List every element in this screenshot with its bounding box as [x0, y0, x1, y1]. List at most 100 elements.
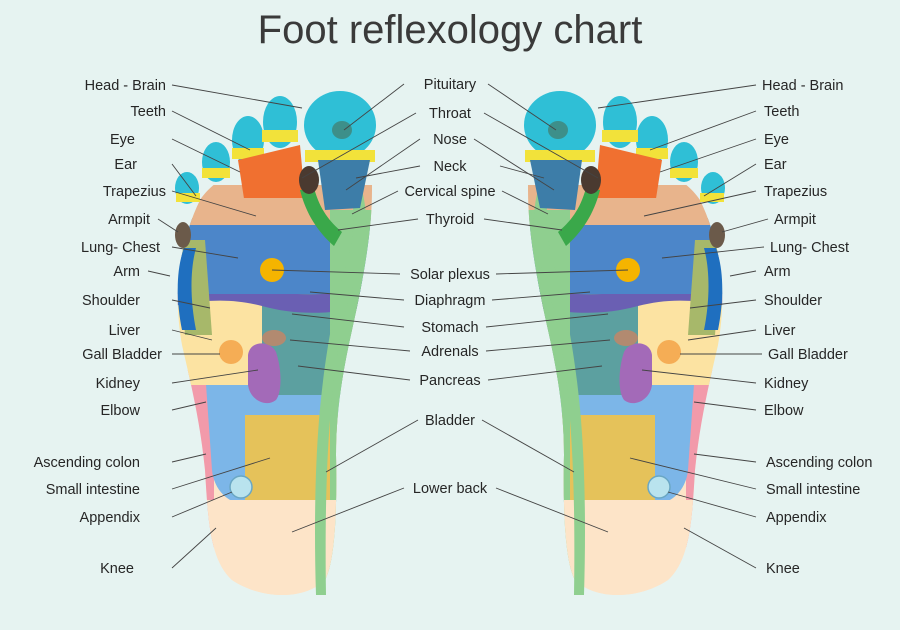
leader-arm-r [729, 270, 757, 277]
leader-solar-r [495, 269, 629, 275]
label-solar-plexus: Solar plexus [410, 267, 490, 283]
pituitary-point [332, 121, 352, 139]
label-appendix-left: Appendix [80, 510, 141, 526]
throat-zone [238, 145, 305, 205]
label-thyroid: Thyroid [426, 212, 474, 228]
leader-intestine-r [629, 457, 757, 490]
label-pituitary: Pituitary [424, 77, 477, 93]
leader-neck-r [499, 165, 545, 179]
left-foot [175, 91, 376, 596]
label-eye-right: Eye [764, 132, 789, 148]
spine-stripe [533, 160, 585, 595]
appendix-point [229, 475, 253, 499]
leader-lung-l [171, 246, 239, 259]
label-nose: Nose [433, 132, 467, 148]
leader-kidney-l [171, 369, 259, 384]
label-knee-right: Knee [766, 561, 800, 577]
trapezius-band [205, 198, 315, 220]
label-arm-right: Arm [764, 264, 791, 280]
label-elbow-right: Elbow [764, 403, 804, 419]
leader-thyroid-r [483, 218, 563, 231]
chart-title: Foot reflexology chart [257, 8, 643, 52]
leader-armpit-r [721, 218, 769, 233]
label-cervical-spine: Cervical spine [404, 184, 495, 200]
label-ascending-colon-left: Ascending colon [34, 455, 140, 471]
leader-pituitary-r [487, 83, 557, 131]
leader-cervical-r [501, 190, 549, 215]
right-foot [524, 91, 725, 596]
heel-cover [564, 500, 723, 596]
leader-armpit-l [157, 218, 179, 233]
leader-adrenals-r [485, 339, 611, 352]
kidney-zone [619, 343, 652, 404]
label-small-intestine-left: Small intestine [46, 482, 140, 498]
leader-throat-r [483, 112, 599, 179]
leader-stomach-l [291, 313, 405, 328]
label-kidney-left: Kidney [96, 376, 141, 392]
neck-dark-point [581, 166, 601, 194]
label-elbow-left: Elbow [101, 403, 141, 419]
gall-bladder-point [219, 340, 243, 364]
label-teeth-right: Teeth [764, 104, 799, 120]
leader-head-brain-r [597, 84, 757, 109]
adrenals-point [262, 330, 286, 346]
center-labels: Pituitary Throat Nose Neck Cervical spin… [404, 77, 495, 497]
label-neck: Neck [433, 159, 467, 175]
label-head-brain-left: Head - Brain [85, 78, 166, 94]
label-shoulder-left: Shoulder [82, 293, 140, 309]
bladder-shape [570, 415, 650, 500]
label-teeth-left: Teeth [131, 104, 166, 120]
leader-bladder-r [481, 419, 575, 473]
label-small-intestine-right: Small intestine [766, 482, 860, 498]
leader-colon-r [693, 453, 757, 463]
left-labels: Head - Brain Teeth Eye Ear Trapezius Arm… [34, 78, 166, 577]
leader-eye-l [171, 138, 241, 173]
leader-cervical-l [351, 190, 399, 215]
adrenals-point [614, 330, 638, 346]
label-trapezius-left: Trapezius [103, 184, 166, 200]
leader-colon-l [171, 453, 207, 463]
appendix-point [647, 475, 671, 499]
leader-liver-r [687, 329, 757, 341]
leader-intestine-l [171, 457, 271, 490]
label-head-brain-right: Head - Brain [762, 78, 843, 94]
armpit-point [175, 222, 191, 248]
label-armpit-right: Armpit [774, 212, 816, 228]
neck-zone [318, 160, 370, 210]
thyroid-zone [300, 188, 342, 246]
label-bladder: Bladder [425, 413, 475, 429]
leader-stomach-r [485, 313, 609, 328]
throat-zone [595, 145, 662, 205]
leader-teeth-l [171, 110, 251, 151]
leader-throat-l [301, 112, 417, 179]
label-liver-right: Liver [764, 323, 796, 339]
leader-ear-l [171, 163, 197, 197]
right-labels: Head - Brain Teeth Eye Ear Trapezius Arm… [762, 78, 872, 577]
leader-pancreas-r [487, 365, 603, 381]
label-stomach: Stomach [421, 320, 478, 336]
label-gall-bladder-left: Gall Bladder [82, 347, 162, 363]
leader-pancreas-l [297, 365, 411, 381]
label-eye-left: Eye [110, 132, 135, 148]
label-lung-chest-left: Lung- Chest [81, 240, 160, 256]
leader-adrenals-l [289, 339, 411, 352]
leader-teeth-r [649, 110, 757, 151]
label-ear-left: Ear [114, 157, 137, 173]
label-diaphragm: Diaphragm [415, 293, 486, 309]
label-adrenals: Adrenals [421, 344, 478, 360]
label-liver-left: Liver [109, 323, 141, 339]
label-lung-chest-right: Lung- Chest [770, 240, 849, 256]
leader-bladder-l [325, 419, 419, 473]
pituitary-point [548, 121, 568, 139]
label-arm-left: Arm [113, 264, 140, 280]
label-lower-back: Lower back [413, 481, 488, 497]
leader-diaphragm-r [491, 291, 591, 301]
bladder-shape [250, 415, 330, 500]
leader-eye-r [659, 138, 757, 173]
gall-bladder-point [657, 340, 681, 364]
label-shoulder-right: Shoulder [764, 293, 822, 309]
label-throat: Throat [429, 106, 471, 122]
label-ear-right: Ear [764, 157, 787, 173]
leader-trapezius-l [171, 190, 257, 217]
leader-shoulder-l [171, 299, 211, 309]
